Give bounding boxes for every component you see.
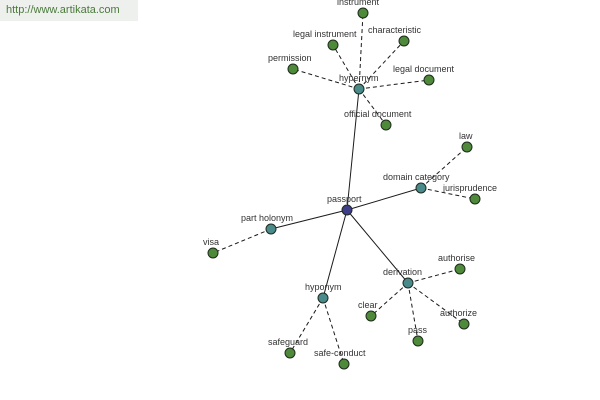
label-safeguard[interactable]: safeguard [268,337,308,347]
edge-derivation-authorize [407,282,465,325]
label-characteristic[interactable]: characteristic [368,25,422,35]
node-visa[interactable] [207,247,219,259]
edge-hypernym-characteristic [358,40,405,90]
edge-derivation-pass [407,282,419,342]
label-legal-document[interactable]: legal document [393,64,455,74]
edge-passport-hypernym [346,88,360,211]
edge-domain-category-jurisprudence [420,187,476,200]
edge-hypernym-permission [292,68,360,90]
node-domain-category[interactable] [415,182,427,194]
node-legal-document[interactable] [423,74,435,86]
label-permission[interactable]: permission [268,53,312,63]
node-legal-instrument[interactable] [327,39,339,51]
label-derivation[interactable]: derivation [383,267,422,277]
edge-derivation-clear [370,282,409,317]
label-domain-category[interactable]: domain category [383,172,450,182]
edge-passport-hyponym [322,209,348,299]
node-hyponym[interactable] [317,292,329,304]
label-instrument[interactable]: instrument [337,0,380,7]
edge-part-holonym-visa [212,228,272,254]
node-official-document[interactable] [380,119,392,131]
label-clear[interactable]: clear [358,300,378,310]
labels-layer: passport hypernym domain category part holo… [203,0,497,358]
label-hyponym[interactable]: hyponym [305,282,342,292]
edges-layer [212,12,476,365]
edge-hyponym-safe-conduct [322,297,345,365]
edge-passport-domain-category [346,187,422,211]
edge-domain-category-law [420,146,468,189]
nodes-layer [207,7,481,370]
edge-hyponym-safeguard [289,297,324,354]
label-law[interactable]: law [459,131,473,141]
label-hypernym[interactable]: hypernym [339,73,379,83]
edge-hypernym-legal-document [358,79,430,90]
label-authorize[interactable]: authorize [440,308,477,318]
node-pass[interactable] [412,335,424,347]
node-jurisprudence[interactable] [469,193,481,205]
node-passport[interactable] [341,204,353,216]
url-banner[interactable]: http://www.artikata.com [0,0,138,21]
node-clear[interactable] [365,310,377,322]
node-part-holonym[interactable] [265,223,277,235]
node-instrument[interactable] [357,7,369,19]
node-authorize[interactable] [458,318,470,330]
label-safe-conduct[interactable]: safe-conduct [314,348,366,358]
label-legal-instrument[interactable]: legal instrument [293,29,357,39]
edge-hypernym-legal-instrument [332,44,360,90]
label-visa[interactable]: visa [203,237,219,247]
label-passport[interactable]: passport [327,194,362,204]
node-authorise[interactable] [454,263,466,275]
edge-passport-derivation [346,209,409,284]
node-law[interactable] [461,141,473,153]
node-safeguard[interactable] [284,347,296,359]
label-part-holonym[interactable]: part holonym [241,213,293,223]
label-jurisprudence[interactable]: jurisprudence [442,183,497,193]
node-characteristic[interactable] [398,35,410,47]
edge-passport-part-holonym [270,209,348,230]
edge-derivation-authorise [407,268,461,284]
label-official-document[interactable]: official document [344,109,412,119]
node-derivation[interactable] [402,277,414,289]
node-safe-conduct[interactable] [338,358,350,370]
node-permission[interactable] [287,63,299,75]
label-authorise[interactable]: authorise [438,253,475,263]
edge-hypernym-instrument [358,12,364,90]
edge-hypernym-official-document [358,88,387,126]
node-hypernym[interactable] [353,83,365,95]
label-pass[interactable]: pass [408,325,428,335]
